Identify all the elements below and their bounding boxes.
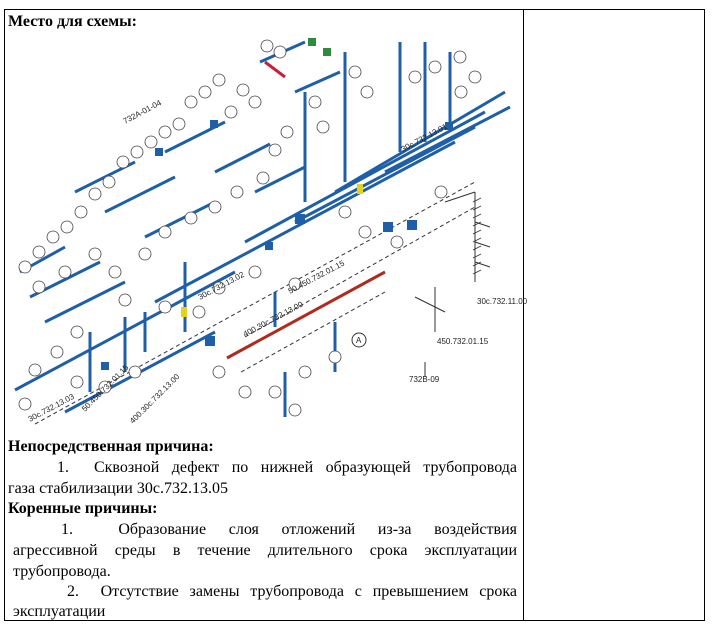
label-732v: 732В-09 bbox=[409, 375, 440, 384]
column-divider bbox=[523, 10, 524, 620]
label-13-03: 30с.732.13.03 bbox=[27, 392, 76, 424]
root-cause-1-line-1: 1. Образование слоя отложений из-за возд… bbox=[61, 520, 517, 540]
callout-a-circle bbox=[351, 332, 367, 348]
pipeline-scheme: 732А-01-04 30с.732.13.01 30с.732.13.02 3… bbox=[14, 38, 528, 426]
direct-cause-line-1: 1. Сквозной дефект по нижней образующей … bbox=[57, 458, 517, 478]
direct-cause-number: 1. bbox=[57, 459, 69, 476]
root-cause-1-line-3: трубопровода. bbox=[13, 563, 111, 580]
root-cause-2-line-2: эксплуатации bbox=[13, 603, 106, 620]
yellow-markers bbox=[181, 184, 363, 317]
label-450-732: 450.732.01.15 bbox=[437, 337, 489, 346]
right-cell bbox=[524, 10, 704, 620]
annotation-circles bbox=[18, 39, 482, 417]
dimension-lines bbox=[34, 181, 476, 425]
wall-hatching bbox=[472, 197, 482, 275]
cause-table: Место для схемы: bbox=[4, 9, 705, 621]
root-cause-2-number: 2. bbox=[67, 583, 79, 600]
root-causes-heading: Коренные причины: bbox=[8, 500, 158, 517]
label-50-450-a: 50.450.732.01.15 bbox=[287, 258, 347, 295]
defect-pipe-section bbox=[226, 270, 386, 360]
left-cell: Место для схемы: bbox=[5, 10, 528, 620]
label-400-b: 400.30с.732.13.00 bbox=[128, 372, 182, 426]
callout-a-label: А bbox=[356, 336, 362, 345]
valves bbox=[101, 38, 453, 370]
direct-cause-text-1: Сквозной дефект по нижней образующей тру… bbox=[93, 459, 518, 476]
root-cause-1-number: 1. bbox=[61, 521, 73, 538]
label-732a: 732А-01-04 bbox=[122, 98, 164, 126]
root-cause-1-line-2: агрессивной среды в течение длительного … bbox=[13, 542, 517, 559]
red-marker bbox=[264, 60, 286, 79]
label-11-00: 30с.732.11.00 bbox=[477, 297, 528, 306]
label-50-450-b: 50.450.732.01.15 bbox=[80, 363, 131, 414]
scheme-title: Место для схемы: bbox=[8, 13, 137, 30]
pipe-network bbox=[14, 40, 511, 417]
root-cause-1-text-1: Образование слоя отложений из-за воздейс… bbox=[118, 521, 517, 538]
root-cause-2-text-1: Отсутствие замены трубопровода с превыше… bbox=[100, 583, 517, 600]
direct-cause-line-2: газа стабилизации 30с.732.13.05 bbox=[8, 480, 228, 497]
direct-cause-heading: Непосредственная причина: bbox=[8, 438, 214, 455]
root-cause-2-line-1: 2. Отсутствие замены трубопровода с прев… bbox=[67, 582, 517, 602]
